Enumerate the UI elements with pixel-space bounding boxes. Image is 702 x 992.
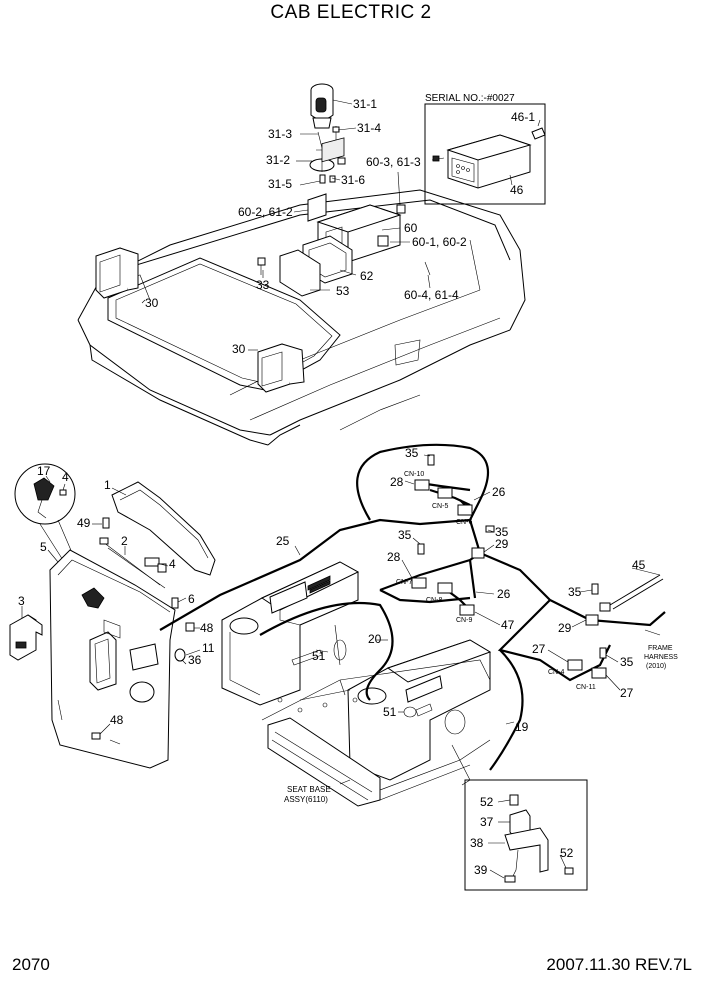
- callout-52-b: 52: [560, 846, 574, 860]
- top-leaders: [141, 99, 541, 351]
- frame-harness-note-line2: HARNESS: [644, 654, 678, 661]
- connector-cn11: CN-11: [576, 684, 596, 691]
- connector-cn10: CN-10: [404, 471, 424, 478]
- callout-26-b: 26: [497, 587, 511, 601]
- callout-31-6: 31-6: [341, 173, 365, 187]
- callout-25: 25: [276, 534, 290, 548]
- frame-harness-note-line1: FRAME: [648, 645, 673, 652]
- callout-60-3: 60-3, 61-3: [366, 155, 421, 169]
- callout-33: 33: [256, 278, 270, 292]
- callout-36: 36: [188, 653, 202, 667]
- seat-base-assembly: [221, 561, 492, 807]
- frame-harness-note-line3: (2010): [646, 663, 666, 670]
- serial-note: SERIAL NO.:-#0027: [425, 93, 515, 104]
- left-console: [9, 463, 216, 769]
- detail-circle: [14, 463, 76, 525]
- callout-51-b: 51: [383, 705, 397, 719]
- callout-4-b: 4: [169, 557, 176, 571]
- callout-31-2: 31-2: [266, 153, 290, 167]
- callout-28-a: 28: [390, 475, 404, 489]
- rotating-beacon: [310, 83, 334, 129]
- callout-30-b: 30: [232, 342, 246, 356]
- callout-31-5: 31-5: [268, 177, 292, 191]
- callout-35-c: 35: [568, 585, 582, 599]
- callout-53: 53: [336, 284, 350, 298]
- cab-roof: [77, 83, 546, 446]
- callout-31-1: 31-1: [353, 97, 377, 111]
- inset-box: [464, 779, 588, 891]
- callout-52-a: 52: [480, 795, 494, 809]
- callout-46-1: 46-1: [511, 110, 535, 124]
- work-lamp-right: [257, 343, 305, 393]
- callout-35-d: 35: [620, 655, 634, 669]
- connector-cn5: CN-5: [432, 503, 448, 510]
- callout-60-1: 60-1, 60-2: [412, 235, 467, 249]
- callout-27-b: 27: [620, 686, 634, 700]
- callout-5: 5: [40, 540, 47, 554]
- wire-harness: [159, 443, 666, 771]
- callout-38: 38: [470, 836, 484, 850]
- left-leaders: [21, 475, 201, 735]
- callout-45: 45: [632, 558, 646, 572]
- connector-cn4: CN-4: [548, 669, 564, 676]
- seat-base-note-line1: SEAT BASE: [287, 785, 331, 794]
- switch-inset: [464, 779, 588, 891]
- work-lamp-left: [95, 247, 139, 299]
- callout-28-b: 28: [387, 550, 401, 564]
- callout-labels: 31-1 31-3 31-4 31-2 31-5 31-6 60-3, 61-3…: [18, 93, 678, 877]
- callout-4-a: 4: [62, 470, 69, 484]
- callout-30-a: 30: [145, 296, 159, 310]
- callout-31-3: 31-3: [268, 127, 292, 141]
- callout-27-a: 27: [532, 642, 546, 656]
- connector-cn9: CN-9: [456, 617, 472, 624]
- seat-base-note-line2: ASSY(6110): [284, 795, 328, 804]
- callout-37: 37: [480, 815, 494, 829]
- callout-39: 39: [474, 863, 488, 877]
- callout-46: 46: [510, 183, 524, 197]
- callout-35-a: 35: [405, 446, 419, 460]
- cassette-unit: [446, 134, 532, 189]
- callout-31-4: 31-4: [357, 121, 381, 135]
- page-title: CAB ELECTRIC 2: [270, 2, 432, 23]
- callout-35-c2: 35: [495, 525, 509, 539]
- callout-60: 60: [404, 221, 418, 235]
- callout-62: 62: [360, 269, 374, 283]
- callout-49: 49: [77, 516, 91, 530]
- callout-19: 19: [515, 720, 529, 734]
- callout-47: 47: [501, 618, 515, 632]
- connector-cn6: CN-6: [456, 519, 472, 526]
- callout-17: 17: [37, 464, 51, 478]
- connector-cn7: CN-7: [396, 579, 412, 586]
- callout-3: 3: [18, 594, 25, 608]
- callout-51-a: 51: [312, 649, 326, 663]
- callout-60-4: 60-4, 61-4: [404, 288, 459, 302]
- connector-cn8: CN-8: [426, 597, 442, 604]
- callout-60-2: 60-2, 61-2: [238, 205, 293, 219]
- harness-leaders: [294, 454, 661, 725]
- callout-48-b: 48: [110, 713, 124, 727]
- revision-date: 2007.11.30 REV.7L: [546, 955, 692, 974]
- callout-2: 2: [121, 534, 128, 548]
- callout-29-b: 29: [558, 621, 572, 635]
- callout-26-a: 26: [492, 485, 506, 499]
- callout-20: 20: [368, 632, 382, 646]
- callout-1: 1: [104, 478, 111, 492]
- callout-29-a: 29: [495, 537, 509, 551]
- page-number: 2070: [12, 955, 50, 974]
- callout-11: 11: [202, 641, 215, 655]
- callout-6: 6: [188, 592, 195, 606]
- serial-inset-box: [424, 103, 546, 205]
- callout-35-b: 35: [398, 528, 412, 542]
- callout-48-a: 48: [200, 621, 214, 635]
